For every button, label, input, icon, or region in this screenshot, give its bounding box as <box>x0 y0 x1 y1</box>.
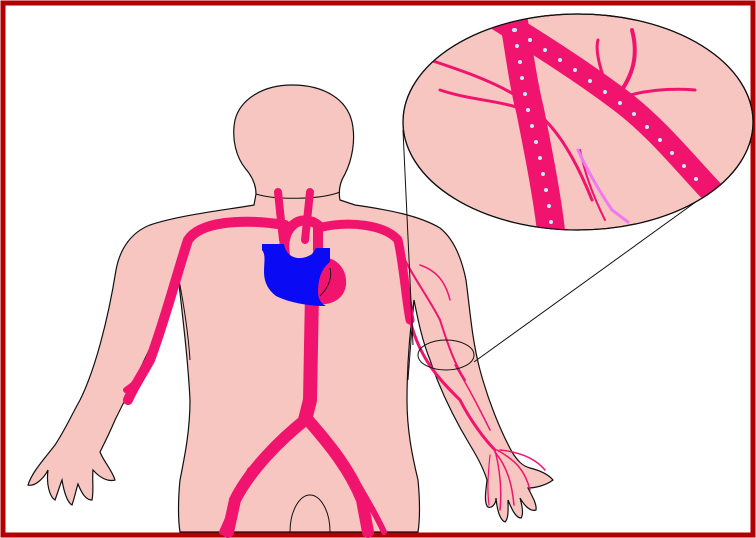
magnified-view-background <box>403 14 753 230</box>
aorta-descending <box>305 292 312 420</box>
magnified-view <box>403 0 753 240</box>
